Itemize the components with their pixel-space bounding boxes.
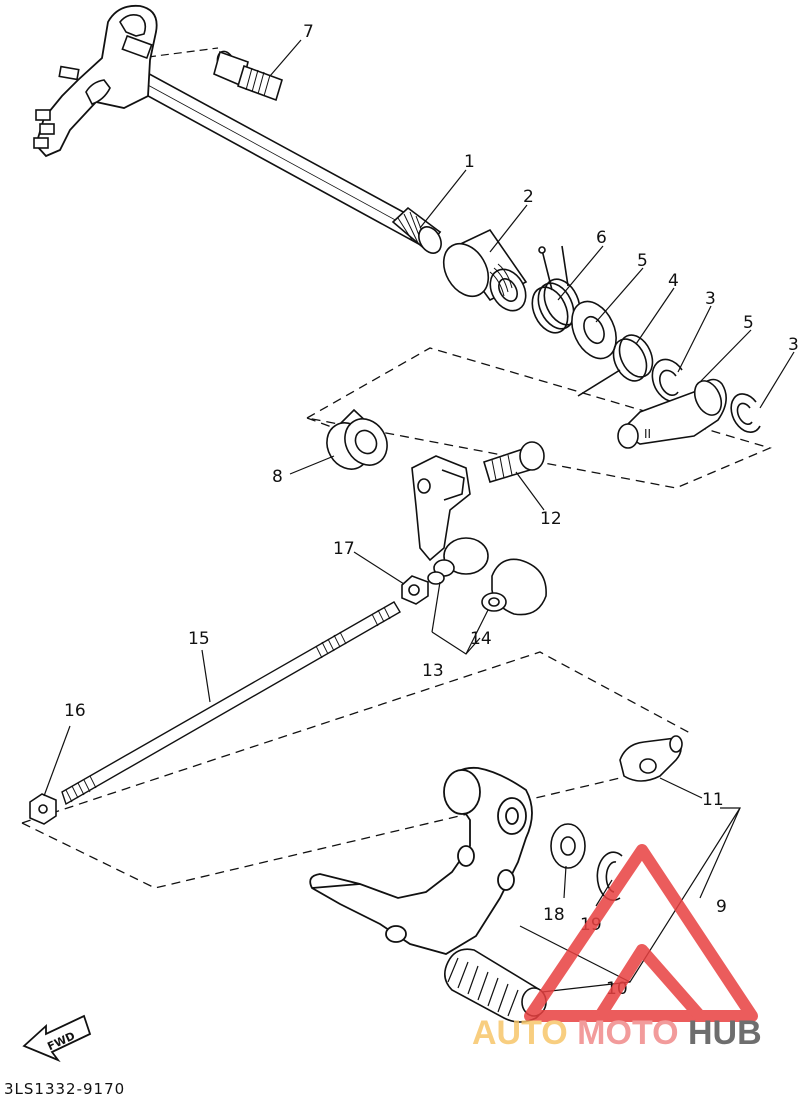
- circlip-3a: [651, 358, 685, 403]
- group-outline-lower: [21, 651, 691, 889]
- shaft-collar: [442, 228, 528, 312]
- callout-16: 15: [188, 629, 210, 649]
- callout-2: 2: [523, 187, 534, 207]
- shift-arm: [411, 455, 489, 585]
- circlip-3b: [730, 393, 761, 433]
- torsion-spring: [577, 334, 654, 397]
- callout-14: 13: [422, 661, 444, 681]
- leader-lines: [43, 39, 795, 993]
- plain-washer-6: [571, 300, 617, 360]
- watermark-moto: MOTO: [577, 1014, 678, 1052]
- svg-text:II: II: [644, 427, 651, 441]
- callout-19: 18: [543, 905, 565, 925]
- top-leader-dashed: [147, 47, 219, 58]
- callout-9: 8: [272, 467, 283, 487]
- washer-19: [550, 823, 586, 869]
- watermark-triangle-icon: [524, 844, 758, 1022]
- joint-bolt: [483, 441, 545, 483]
- callout-17: 16: [64, 701, 86, 721]
- drawing-code: 3LS1332-9170: [4, 1080, 125, 1098]
- callout-8: 7: [303, 22, 314, 42]
- watermark-logo: AUTO MOTO HUB: [472, 844, 762, 1052]
- callout-10: 9: [716, 897, 727, 917]
- nut-17: [29, 793, 57, 825]
- watermark-auto: AUTO: [472, 1014, 568, 1052]
- callout-5: 4: [668, 271, 679, 291]
- watermark-hub: HUB: [688, 1014, 762, 1052]
- shift-shaft: [33, 4, 442, 254]
- callout-13: 12: [540, 509, 562, 529]
- group-outline-upper: [306, 347, 772, 489]
- callout-15: 14: [470, 629, 492, 649]
- stopper-lever: II: [617, 378, 727, 449]
- stopper-bolt: [213, 50, 283, 102]
- return-spring: [531, 245, 581, 334]
- callout-18: 17: [333, 539, 355, 559]
- callout-7: 6: [596, 228, 607, 248]
- rod-end-12: [619, 735, 683, 782]
- bearing: [326, 408, 388, 470]
- shift-rod: [61, 601, 401, 806]
- nut-18: [401, 575, 429, 605]
- callout-3a: 3: [705, 289, 716, 309]
- rubber-boot: [481, 558, 547, 616]
- callout-12: 11: [702, 790, 724, 810]
- callout-3b: 3: [788, 335, 799, 355]
- callout-6: 5: [637, 251, 648, 271]
- callout-1: 1: [464, 152, 475, 172]
- callout-4: 5: [743, 313, 754, 333]
- watermark-text: AUTO MOTO HUB: [472, 1014, 762, 1052]
- shift-pedal: [309, 766, 533, 955]
- fwd-arrow: FWD: [22, 1014, 92, 1063]
- callout-labels: 7 1 2 6 5 4 3 5 3 8 12 17 15 14 13 16 11…: [64, 22, 799, 999]
